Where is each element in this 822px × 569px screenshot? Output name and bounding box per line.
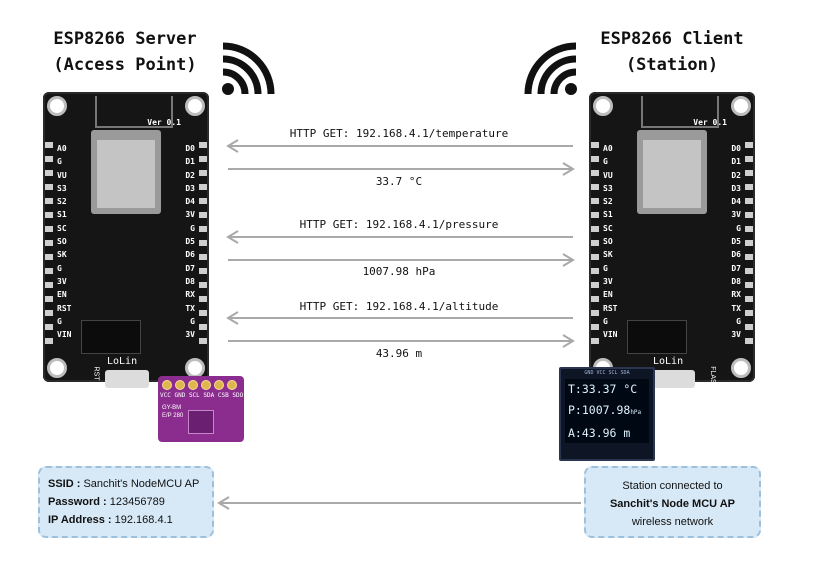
arrow-head [226, 230, 239, 244]
server-title-line2: (Access Point) [53, 55, 197, 75]
ip-address-row: IP Address : 192.168.4.1 [48, 514, 173, 526]
oled-display: GND VCC SCL SDA T:33.37 °C P:1007.98hPa … [559, 367, 655, 461]
esp-module [91, 130, 161, 214]
station-line2: Sanchit's Node MCU AP [609, 498, 736, 510]
mounting-hole [593, 96, 613, 116]
mounting-hole [731, 96, 751, 116]
mounting-hole [185, 96, 205, 116]
board-version: Ver 0.1 [147, 118, 181, 127]
oled-header: GND VCC SCL SDA [584, 370, 630, 376]
mounting-hole [47, 96, 67, 116]
oled-temperature: T:33.37 °C [568, 382, 638, 396]
wifi-icon [222, 42, 275, 95]
ssid-row: SSID : Sanchit's NodeMCU AP [48, 478, 200, 490]
server-title: ESP8266 Server (Access Point) [20, 26, 230, 78]
board-version: Ver 0.1 [693, 118, 727, 127]
client-title-line2: (Station) [625, 55, 719, 75]
arrow-head [226, 311, 239, 325]
station-info-box: Station connected to Sanchit's Node MCU … [584, 466, 761, 538]
request-altitude: HTTP GET: 192.168.4.1/altitude [299, 300, 499, 313]
board-brand: LoLin [107, 356, 138, 367]
response-temperature: 33.7 °C [375, 175, 423, 188]
mounting-hole [47, 358, 67, 378]
antenna-trace [95, 96, 173, 128]
arrow-head [217, 496, 230, 510]
password-row: Password : 123456789 [48, 496, 165, 508]
arrow-head [562, 334, 575, 348]
arrow-head [226, 139, 239, 153]
station-line3: wireless network [631, 516, 714, 528]
server-title-line1: ESP8266 Server [53, 29, 197, 49]
access-point-info-box: SSID : Sanchit's NodeMCU AP Password : 1… [38, 466, 214, 538]
usb-serial-chip [627, 320, 687, 354]
antenna-trace [641, 96, 719, 128]
sensor-pin-labels: VCC GND SCL SDA CSB SDO [160, 392, 244, 399]
request-pressure: HTTP GET: 192.168.4.1/pressure [299, 218, 499, 231]
client-title-line1: ESP8266 Client [600, 29, 744, 49]
usb-port [651, 370, 695, 388]
esp-module [637, 130, 707, 214]
request-temperature: HTTP GET: 192.168.4.1/temperature [289, 127, 509, 140]
oled-screen: T:33.37 °C P:1007.98hPa A:43.96 m [565, 379, 649, 443]
arrow-head [562, 162, 575, 176]
sensor-chip [188, 410, 214, 434]
response-altitude: 43.96 m [375, 347, 423, 360]
sensor-label: GY-BM E/P 280 [162, 405, 184, 419]
usb-port [105, 370, 149, 388]
usb-serial-chip [81, 320, 141, 354]
response-pressure: 1007.98 hPa [362, 265, 436, 278]
arrow-head [562, 253, 575, 267]
station-line1: Station connected to [622, 480, 723, 492]
board-brand: LoLin [653, 356, 684, 367]
wifi-icon [524, 42, 577, 95]
oled-altitude: A:43.96 m [568, 426, 631, 440]
mounting-hole [731, 358, 751, 378]
bme280-sensor: VCC GND SCL SDA CSB SDO GY-BM E/P 280 [158, 376, 244, 442]
client-title: ESP8266 Client (Station) [578, 26, 766, 78]
oled-pressure: P:1007.98hPa [568, 403, 642, 417]
